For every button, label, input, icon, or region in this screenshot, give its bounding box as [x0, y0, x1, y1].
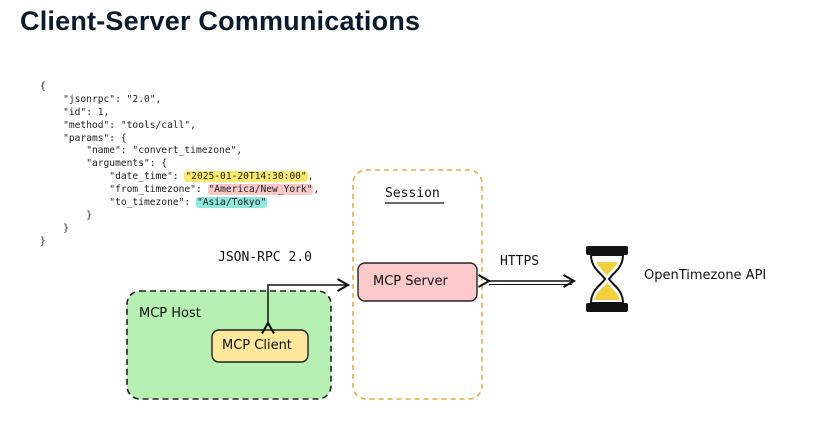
- code-text: "date_time":: [40, 171, 185, 183]
- code-text: "arguments": {: [40, 158, 168, 170]
- code-line: "method": "tools/call",: [40, 120, 319, 133]
- json-rpc-request-code: { "jsonrpc": "2.0", "id": 1, "method": "…: [40, 81, 319, 249]
- code-line: "id": 1,: [40, 107, 319, 120]
- code-line: }: [40, 210, 319, 223]
- code-text: "to_timezone":: [40, 197, 196, 209]
- mcp-host-label: MCP Host: [139, 306, 201, 321]
- code-text: ,: [313, 184, 320, 196]
- code-text: ,: [307, 171, 314, 183]
- mcp-client-box: [211, 329, 309, 363]
- code-line: "params": {: [40, 133, 319, 146]
- code-line: "date_time": "2025-01-20T14:30:00",: [40, 171, 319, 184]
- code-text: "id": 1,: [40, 106, 110, 118]
- code-line: }: [40, 223, 319, 236]
- code-line: "to_timezone": "Asia/Tokyo": [40, 197, 319, 210]
- code-line: "name": "convert_timezone",: [40, 145, 319, 158]
- mcp-server-box: [357, 262, 478, 302]
- code-text: "name": "convert_timezone",: [40, 145, 243, 157]
- code-text: {: [40, 81, 46, 92]
- code-line: "arguments": {: [40, 158, 319, 171]
- code-line: "jsonrpc": "2.0",: [40, 94, 319, 107]
- json-rpc-label: JSON-RPC 2.0: [218, 250, 312, 265]
- code-text: }: [40, 235, 46, 247]
- https-label: HTTPS: [500, 254, 540, 269]
- code-text: "params": {: [40, 132, 127, 144]
- code-text: }: [40, 209, 92, 221]
- json-rpc-connector: [261, 278, 351, 335]
- page-title: Client-Server Communications: [20, 6, 421, 36]
- mcp-client-label: MCP Client: [222, 338, 292, 353]
- session-container: [352, 169, 483, 400]
- code-line: {: [40, 81, 319, 94]
- highlighted-value: "2025-01-20T14:30:00": [184, 171, 308, 183]
- code-text: "method": "tools/call",: [40, 119, 196, 131]
- mcp-server-label: MCP Server: [373, 274, 448, 289]
- code-line: "from_timezone": "America/New_York",: [40, 184, 319, 197]
- session-label: Session: [385, 186, 440, 201]
- opentimezone-api-label: OpenTimezone API: [644, 268, 767, 283]
- highlighted-value: "Asia/Tokyo": [195, 197, 268, 209]
- code-line: }: [40, 236, 319, 249]
- code-text: "jsonrpc": "2.0",: [40, 93, 162, 105]
- highlighted-value: "America/New_York": [207, 184, 314, 196]
- hourglass-icon: [586, 246, 628, 312]
- code-text: }: [40, 222, 69, 234]
- code-text: "from_timezone":: [40, 184, 208, 196]
